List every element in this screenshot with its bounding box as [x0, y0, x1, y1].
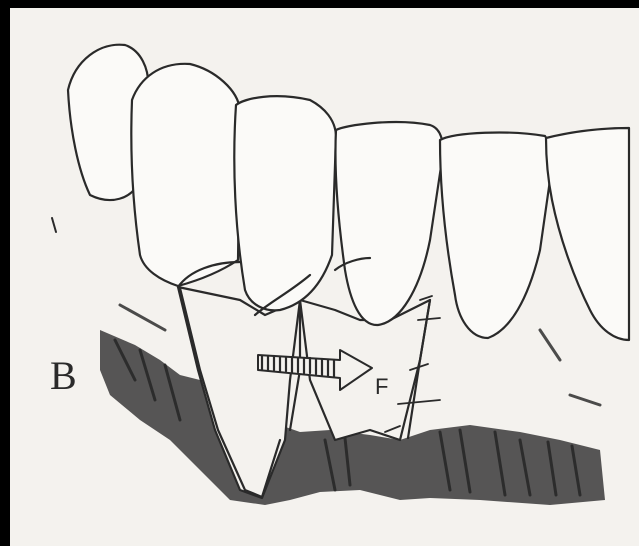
tooth-3 — [234, 96, 336, 310]
tooth-5 — [440, 133, 551, 338]
label-b: B — [50, 356, 77, 396]
tooth-4 — [335, 122, 442, 325]
edge-tick — [52, 218, 56, 232]
tooth-6 — [546, 128, 629, 340]
label-f: F — [375, 376, 388, 398]
tooth-2 — [131, 64, 240, 286]
